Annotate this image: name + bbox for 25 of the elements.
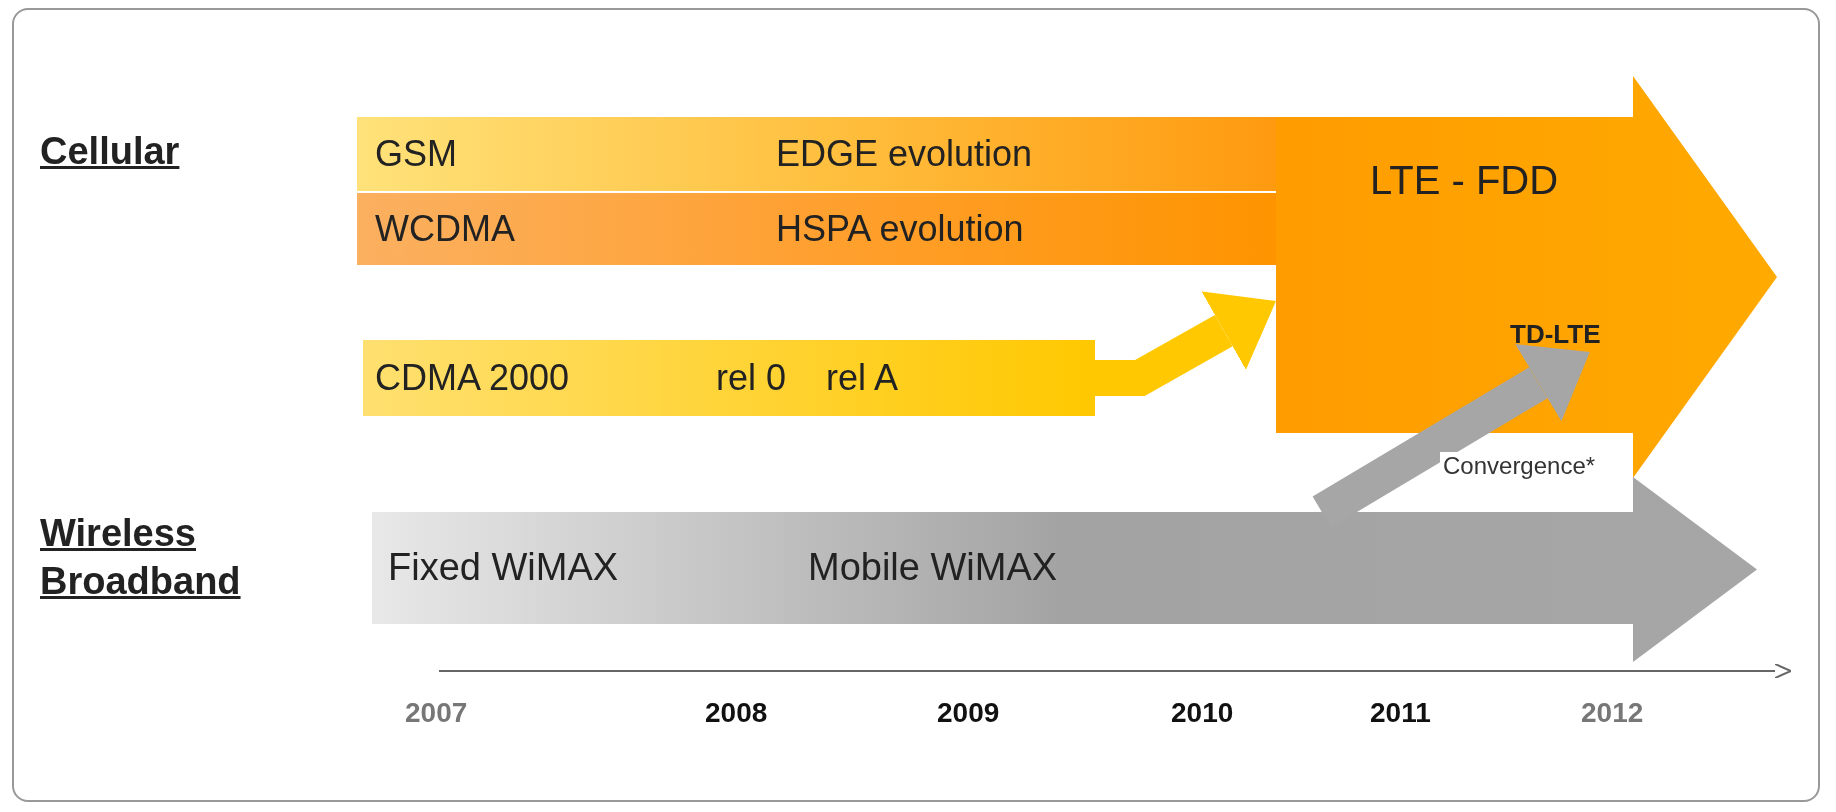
year-label: 2011 [1370, 696, 1431, 730]
technology-name: LTE - FDD [1370, 157, 1559, 204]
year-label: 2012 [1581, 696, 1644, 730]
technology-name: Mobile WiMAX [808, 545, 1058, 591]
release-name: rel 0 [716, 356, 787, 400]
year-label: 2007 [405, 696, 468, 730]
year-label: 2010 [1171, 696, 1234, 730]
year-label: 2009 [937, 696, 1000, 730]
timeline-band [357, 193, 1276, 265]
block-arrow [1276, 76, 1777, 478]
release-name: rel A [826, 356, 899, 400]
technology-name: CDMA 2000 [375, 356, 570, 400]
technology-name: GSM [375, 132, 457, 176]
timeline-band [357, 117, 1276, 191]
evolution-name: EDGE evolution [776, 132, 1033, 176]
technology-name: Fixed WiMAX [388, 545, 619, 591]
year-label: 2008 [705, 696, 768, 730]
evolution-name: HSPA evolution [776, 207, 1024, 251]
block-arrow [1095, 291, 1276, 396]
block-arrow [372, 477, 1757, 662]
technology-name: TD-LTE [1510, 319, 1601, 351]
row-heading: Cellular [40, 129, 180, 174]
technology-name: WCDMA [375, 207, 515, 251]
timeline-band [363, 340, 1095, 416]
row-heading: Wireless Broadband [40, 511, 242, 604]
